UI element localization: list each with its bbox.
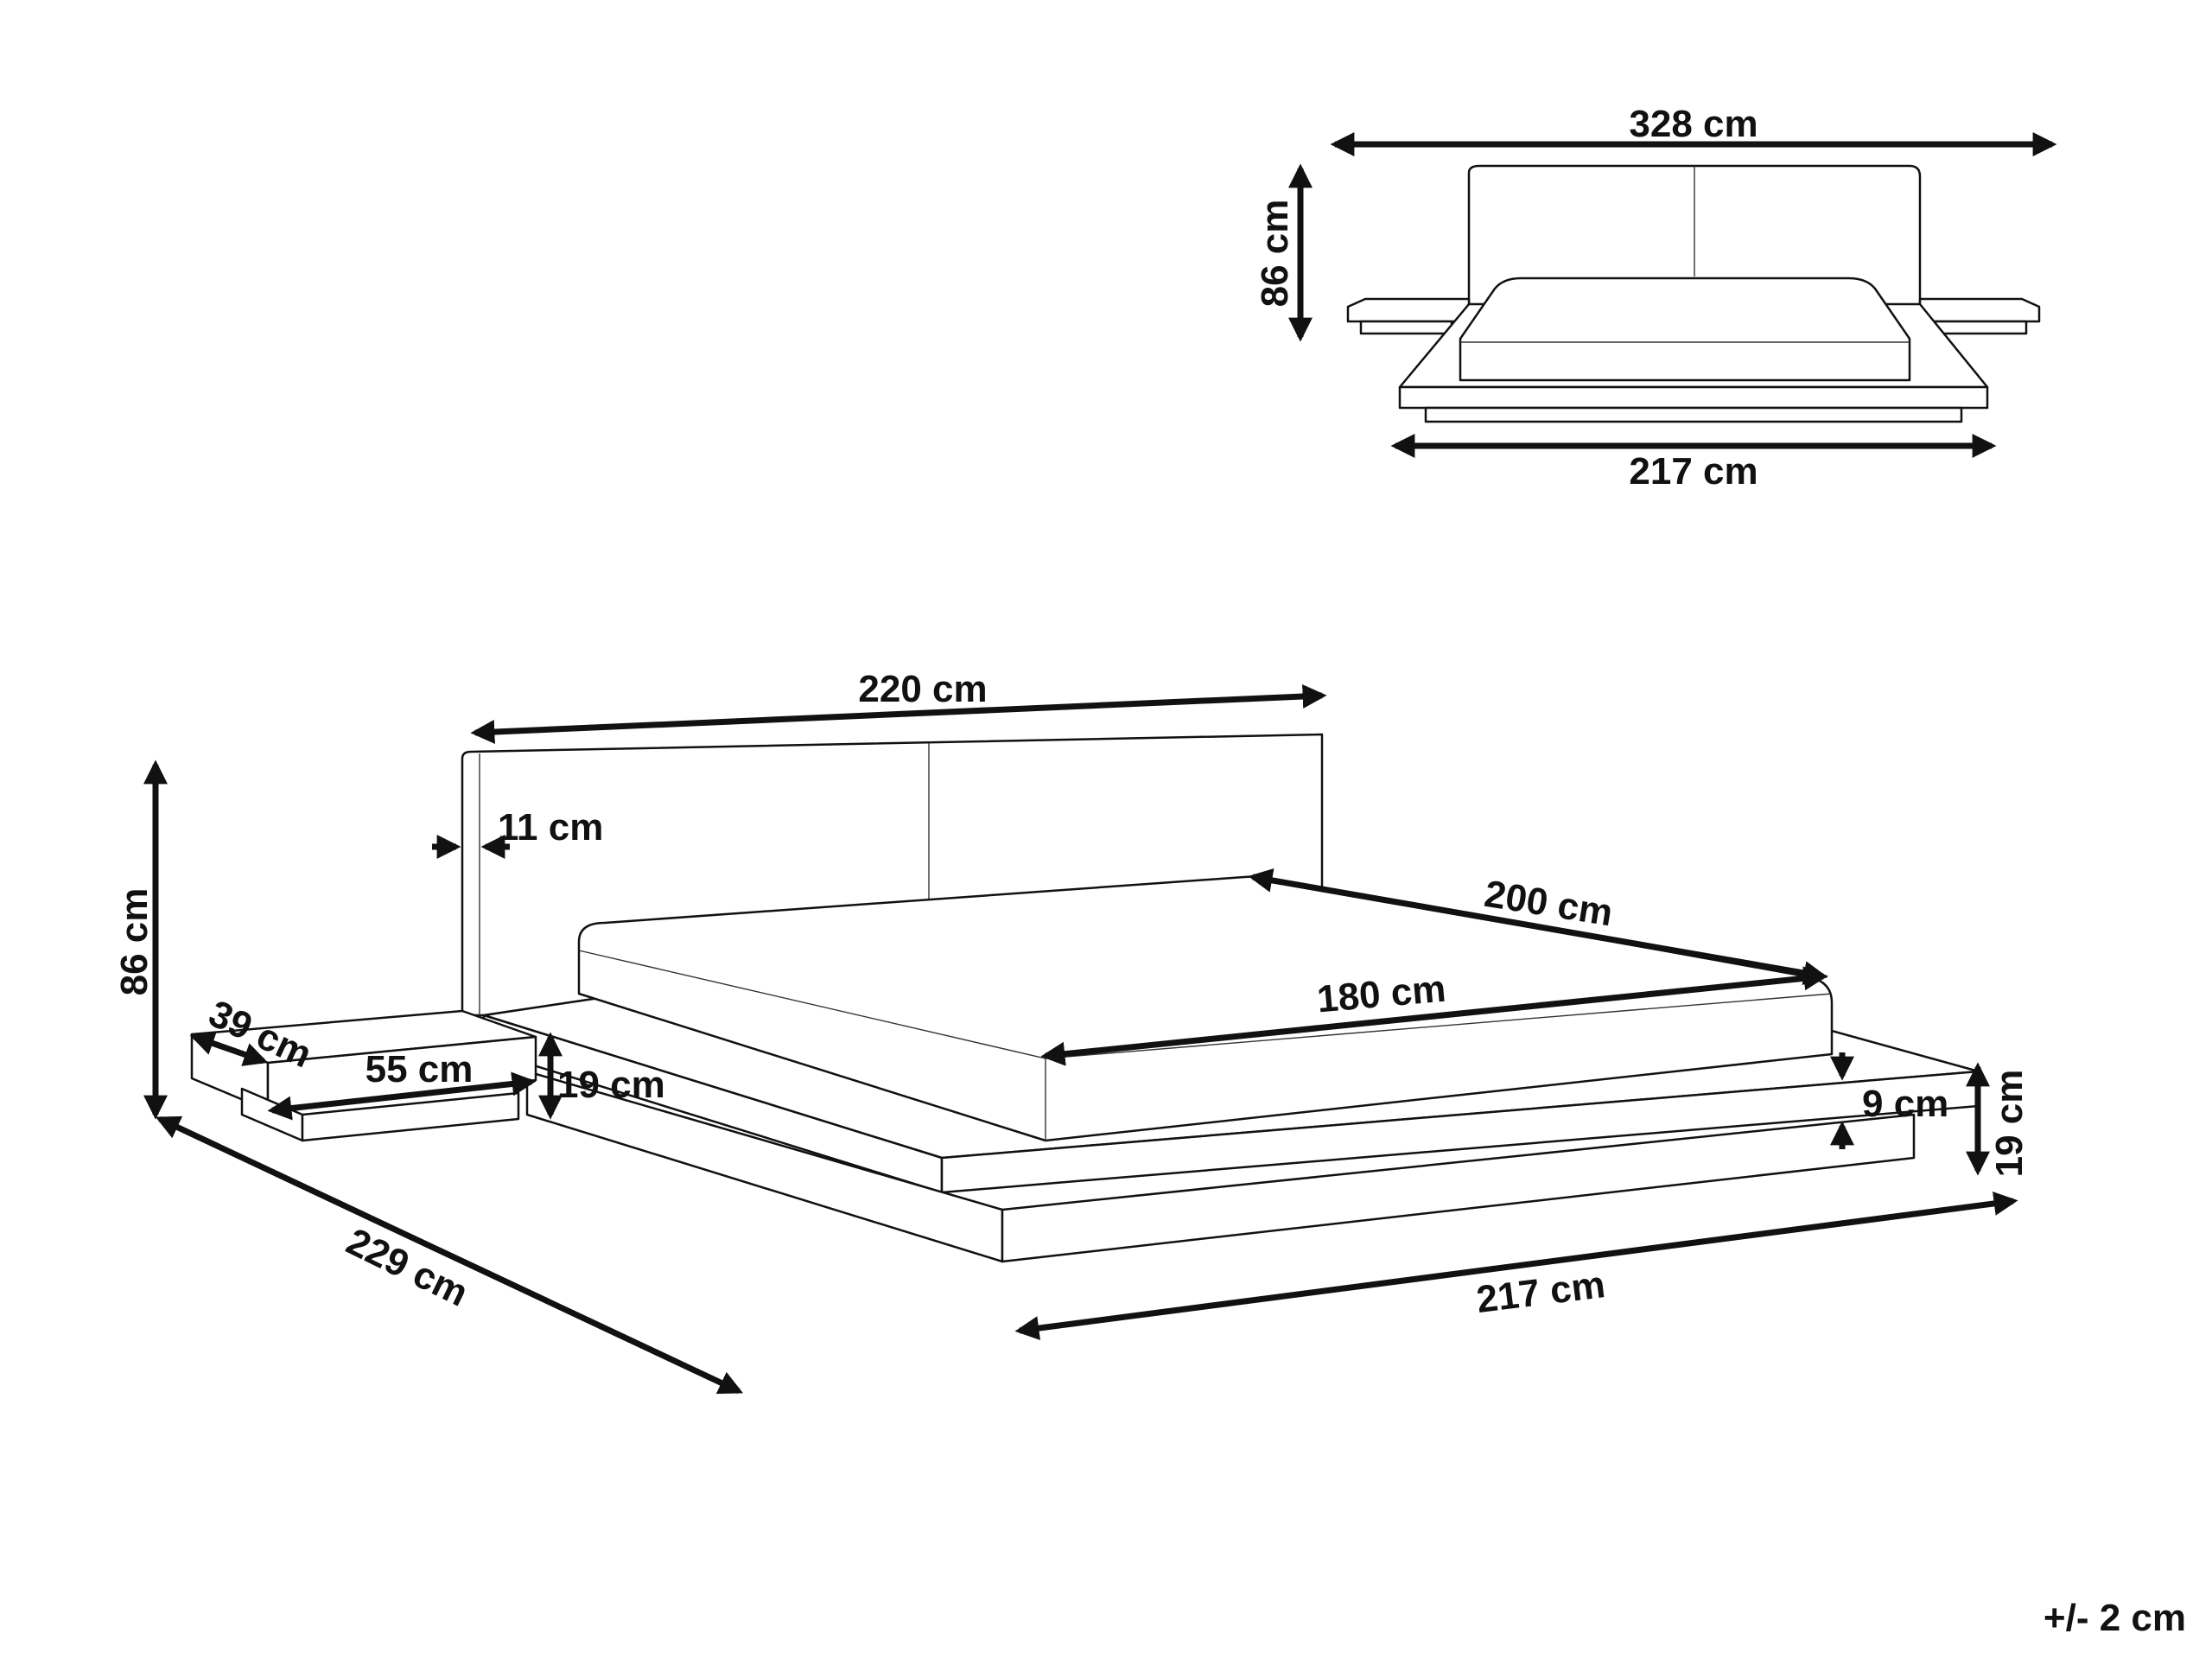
shelf-depth-arrow (189, 1032, 269, 1066)
frame-width-arrow (1014, 1192, 2018, 1340)
headboard-thickness-label: 11 cm (498, 806, 603, 849)
mattress-length-arrow (1248, 868, 1828, 985)
shelf-width-arrow (267, 1071, 537, 1121)
headboard-width-label: 220 cm (858, 668, 987, 710)
frame-length-arrow (155, 1116, 744, 1395)
front-view: 328 cm 86 cm 217 cm (1254, 103, 2057, 493)
front-frame (1398, 385, 1989, 410)
front-mattress (1459, 276, 1911, 382)
front-height-label: 86 cm (1254, 200, 1296, 308)
shelf-height-label: 19 cm (557, 1064, 665, 1106)
front-right-shelf (1918, 297, 2041, 323)
height-label: 86 cm (113, 888, 156, 996)
front-plinth (1424, 406, 1963, 423)
front-left-shelf (1346, 297, 1471, 323)
front-overall-width-label: 328 cm (1629, 103, 1758, 145)
perspective-view: 220 cm 11 cm 86 cm 200 cm 180 cm 39 cm 5… (113, 668, 2031, 1395)
plinth-height-label: 9 cm (1862, 1083, 1948, 1125)
tolerance-note: +/- 2 cm (2043, 1597, 2186, 1639)
front-base-width-label: 217 cm (1629, 450, 1758, 493)
frame-height-label: 19 cm (1988, 1070, 2031, 1178)
mattress-width-arrow (1040, 966, 1828, 1066)
frame-width-label: 217 cm (1474, 1263, 1607, 1321)
shelf-width-label: 55 cm (365, 1048, 474, 1090)
headboard-width-arrow (470, 683, 1327, 745)
